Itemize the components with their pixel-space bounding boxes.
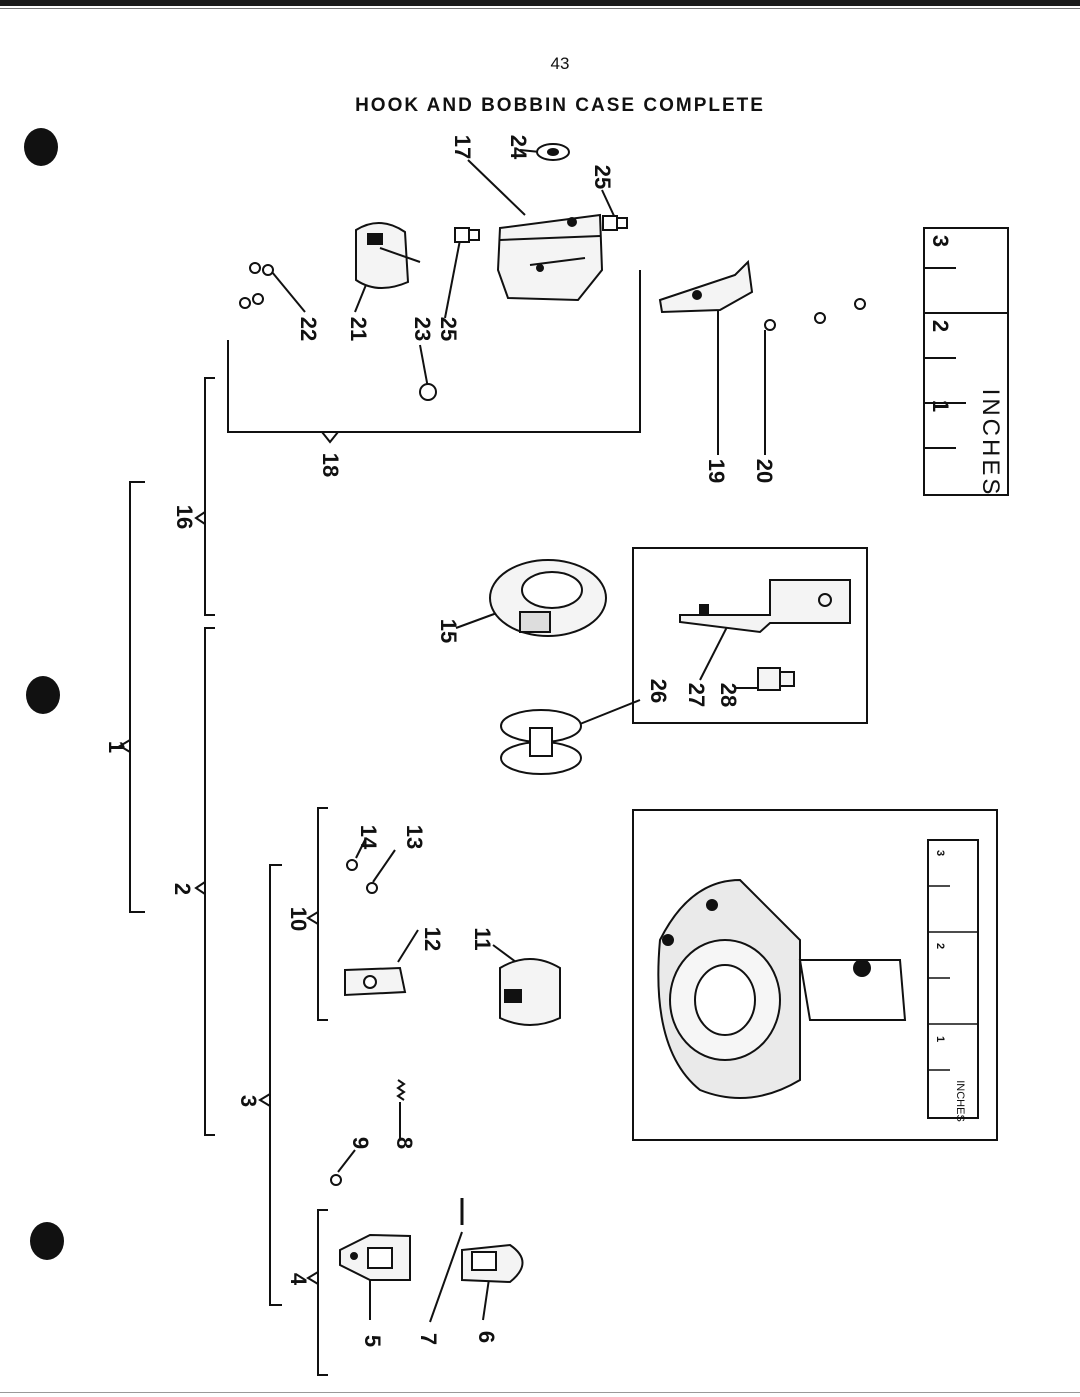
- callout-27: 27: [684, 682, 709, 708]
- page-number: 43: [550, 54, 570, 73]
- part-19: [658, 259, 754, 314]
- scale-small-tick-2: 2: [934, 942, 946, 950]
- scale-small-box: [927, 839, 979, 1119]
- callout-7: 7: [416, 1332, 441, 1346]
- part-12: [344, 966, 407, 997]
- part-22-screws: [239, 262, 274, 309]
- part-8-spring: [396, 1079, 406, 1101]
- callout-8: 8: [392, 1136, 417, 1150]
- callout-4: 4: [286, 1272, 311, 1286]
- bracket-16-tip: [194, 511, 206, 525]
- bracket-3-tip: [258, 1093, 271, 1107]
- callout-10: 10: [286, 906, 311, 932]
- leader-26: [569, 699, 641, 729]
- callout-25b: 25: [436, 316, 461, 342]
- part-27: [679, 579, 851, 634]
- bracket-18-tip: [321, 431, 339, 444]
- binder-hole-middle: [26, 676, 60, 714]
- bottom-border: [0, 1392, 1080, 1393]
- part-23-ball: [419, 383, 437, 401]
- part-20-screws: [764, 298, 866, 331]
- bracket-16: [204, 377, 215, 616]
- bracket-1: [129, 481, 145, 913]
- leader-13: [372, 849, 396, 883]
- scale-large-tick-1: 1: [928, 399, 953, 413]
- part-6: [461, 1243, 524, 1284]
- callout-15: 15: [436, 618, 461, 644]
- part-25-screw-b: [454, 227, 470, 243]
- top-border: [0, 0, 1080, 6]
- leader-17: [467, 159, 526, 216]
- bracket-4-tip: [306, 1271, 319, 1285]
- callout-3: 3: [236, 1094, 261, 1108]
- leader-7: [429, 1231, 463, 1323]
- assembled-view-box: [632, 809, 998, 1141]
- scale-small-tick-1: 1: [934, 1035, 946, 1043]
- scale-large-box: [923, 227, 1009, 496]
- callout-1: 1: [104, 740, 129, 754]
- part-9-screw: [330, 1174, 342, 1186]
- leader-22: [271, 271, 306, 313]
- part-21: [355, 222, 421, 289]
- callout-12: 12: [420, 926, 445, 952]
- part-13-screw: [366, 882, 378, 894]
- bracket-18: [227, 270, 641, 433]
- bracket-1-tip: [118, 739, 131, 753]
- bracket-4: [317, 1209, 328, 1376]
- callout-2: 2: [170, 882, 195, 896]
- leader-27: [699, 624, 729, 681]
- callout-26: 26: [646, 678, 671, 704]
- bracket-10-tip: [306, 911, 319, 925]
- part-28-screw: [757, 667, 795, 691]
- part-26-bobbin: [500, 709, 582, 775]
- callout-14: 14: [356, 824, 381, 850]
- callout-22: 22: [296, 316, 321, 342]
- callout-11: 11: [470, 927, 495, 951]
- leader-12: [397, 929, 419, 963]
- scale-small-tick-3: 3: [934, 849, 946, 857]
- part-17-hook: [496, 213, 604, 302]
- callout-21: 21: [346, 316, 371, 342]
- leader-14: [355, 837, 367, 859]
- part-5: [339, 1233, 411, 1281]
- callout-19: 19: [704, 458, 729, 484]
- bracket-10: [317, 807, 328, 1021]
- callout-28: 28: [716, 682, 741, 708]
- part-14-screw: [346, 859, 358, 871]
- part-25-screw-a: [602, 215, 618, 231]
- callout-25a: 25: [590, 164, 615, 190]
- scale-large-tick-3: 3: [928, 234, 953, 248]
- leader-25a: [601, 189, 616, 219]
- binder-hole-bottom: [30, 1222, 64, 1260]
- bracket-2: [204, 627, 215, 1136]
- top-border-thin: [0, 8, 1080, 9]
- scale-large-label: INCHES: [977, 388, 1004, 498]
- callout-23: 23: [410, 316, 435, 342]
- callout-17: 17: [450, 134, 475, 160]
- callout-20: 20: [752, 458, 777, 484]
- part-11: [499, 958, 561, 1026]
- leader-25b: [444, 239, 461, 319]
- callout-13: 13: [402, 824, 427, 850]
- callout-9: 9: [348, 1136, 373, 1150]
- detail-box-upper: [632, 547, 868, 724]
- scale-small-label: INCHES: [954, 1080, 966, 1122]
- callout-5: 5: [360, 1334, 385, 1348]
- callout-24: 24: [506, 134, 531, 160]
- page-title: HOOK AND BOBBIN CASE COMPLETE: [355, 95, 765, 116]
- leader-9: [337, 1149, 356, 1173]
- scale-large-tick-2: 2: [928, 319, 953, 333]
- callout-16: 16: [172, 504, 197, 530]
- binder-hole-top: [24, 128, 58, 166]
- leader-23: [419, 344, 429, 389]
- callout-6: 6: [474, 1330, 499, 1344]
- assembled-hook-illustration: [657, 878, 907, 1099]
- bracket-2-tip: [194, 881, 206, 895]
- callout-18: 18: [318, 452, 343, 478]
- part-15: [489, 559, 607, 637]
- bracket-3: [269, 864, 282, 1306]
